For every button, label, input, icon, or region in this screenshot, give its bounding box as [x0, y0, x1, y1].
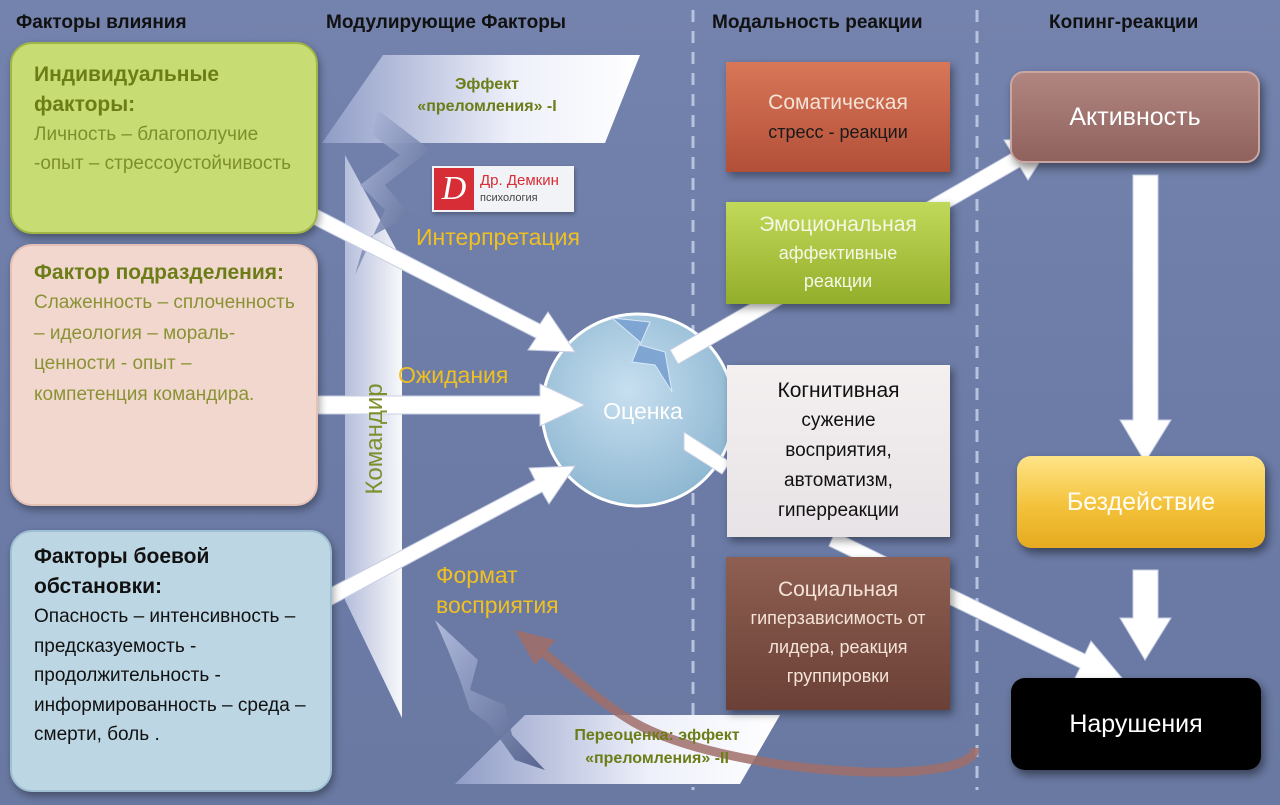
logo: D Др. Демкин психология [432, 166, 574, 212]
combat-factors-box: Факторы боевой обстановки: Опасность – и… [10, 530, 332, 792]
individual-factors-box: Индивидуальные факторы: Личность – благо… [10, 42, 318, 234]
header-influence-factors: Факторы влияния [16, 12, 187, 33]
interpretation-label: Интерпретация [416, 224, 580, 250]
flow-arrow [292, 199, 576, 353]
individual-factors-title: Индивидуальные факторы: [34, 63, 220, 116]
unit-factor-box: Фактор подразделения: Слаженность – спло… [10, 244, 318, 506]
flow-arrow [683, 431, 731, 475]
feedback-arrow-head [515, 630, 555, 665]
refraction-1-label: Эффект «преломления» -I [417, 76, 557, 115]
logo-mark: D [434, 168, 474, 210]
header-reaction-modality: Модальность реакции [712, 12, 923, 33]
flow-arrow [1119, 569, 1172, 661]
logo-brand: Др. Демкин [480, 172, 559, 189]
feedback-arrow [537, 646, 980, 777]
header-coping-reactions: Копинг-реакции [1049, 12, 1199, 33]
individual-factors-body: Личность – благополучие -опыт – стрессоу… [34, 124, 292, 174]
lightning-bolt-icon [355, 110, 430, 275]
somatic-reaction-box: Соматическая стресс - реакции [726, 62, 950, 172]
emotional-title: Эмоциональная [759, 213, 917, 236]
cognitive-title: Когнитивная [777, 379, 900, 402]
flow-arrow [295, 465, 576, 621]
combat-factors-title: Факторы боевой обстановки: [34, 545, 210, 598]
emotional-body: аффективные реакции [778, 243, 898, 291]
social-title: Социальная [777, 578, 899, 601]
evaluation-label: Оценка [603, 398, 683, 424]
emotional-reaction-box: Эмоциональная аффективные реакции [726, 202, 950, 304]
inaction-box: Бездействие [1017, 456, 1265, 548]
perception-format-label: Формат восприятия [436, 562, 559, 618]
commander-label: Командир [361, 383, 388, 495]
logo-subtitle: психология [480, 192, 538, 204]
cognitive-body: сужение восприятия, автоматизм, гиперреа… [777, 410, 900, 521]
activity-box: Активность [1010, 71, 1260, 163]
combat-factors-body: Опасность – интенсивность – предсказуемо… [34, 606, 306, 745]
cognitive-reaction-box: Когнитивная сужение восприятия, автомати… [727, 365, 950, 537]
somatic-body: стресс - реакции [768, 122, 908, 142]
refraction-2-label: Переоценка: эффект «преломления» -II [574, 727, 740, 767]
flow-arrow [1119, 174, 1172, 463]
unit-factor-title: Фактор подразделения: [34, 261, 284, 284]
expectations-label: Ожидания [398, 362, 509, 388]
disorders-box: Нарушения [1011, 678, 1261, 770]
unit-factor-body: Слаженность – сплоченность – идеология –… [34, 292, 295, 405]
lightning-bolt-icon [435, 620, 545, 770]
social-body: гиперзависимость от лидера, реакция груп… [750, 608, 926, 686]
refraction-1-shape [322, 55, 640, 143]
header-modulating-factors: Модулирующие Факторы [326, 12, 567, 33]
lightning-bolt-icon [610, 317, 673, 393]
somatic-title: Соматическая [768, 91, 908, 114]
social-reaction-box: Социальная гиперзависимость от лидера, р… [726, 557, 950, 710]
